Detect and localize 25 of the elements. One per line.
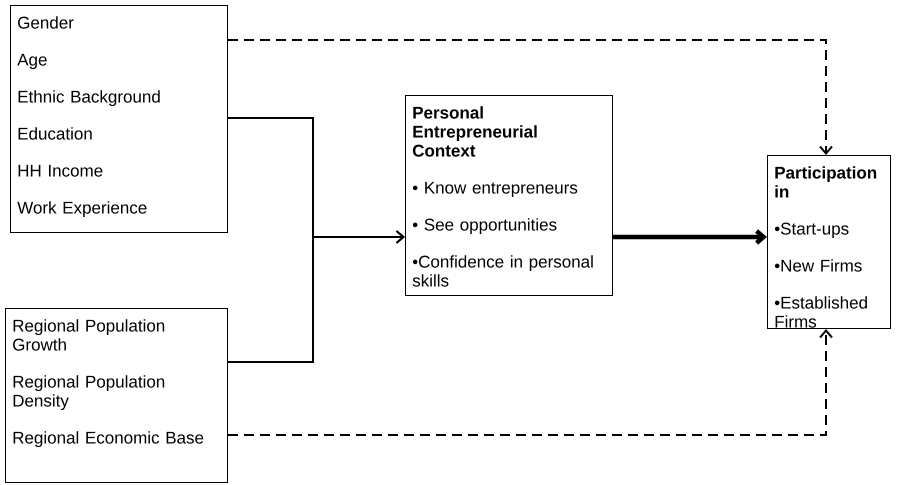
text-box (10, 5, 228, 233)
list-item: Gender (18, 16, 74, 29)
list-item: Regional Economic Base (14, 431, 204, 448)
text-box (5, 308, 228, 483)
list-item: Age (17, 54, 47, 70)
connector-arrow (228, 329, 833, 436)
list-item: •Established Firms (774, 296, 867, 328)
heading: Personal Entrepreneurial Context (412, 106, 537, 157)
list-item: Regional Population Density (14, 375, 164, 410)
list-item: Work Experience (17, 201, 146, 218)
heading: Participation in (775, 166, 876, 198)
list-item: •Start-ups (774, 222, 849, 238)
list-item: •Confidence in personal skills (412, 255, 593, 287)
text-box (767, 155, 891, 329)
text-box (405, 95, 613, 296)
list-item: Regional Population Growth (13, 319, 164, 351)
list-item: Ethnic Background (18, 90, 160, 106)
list-item: HH Income (18, 164, 102, 177)
connector-arrow (228, 230, 405, 363)
list-item: •New Firms (774, 259, 862, 272)
list-item: Education (18, 127, 92, 140)
connector-arrow (613, 229, 767, 245)
list-item: • See opportunities (412, 218, 556, 234)
list-item: • Know entrepreneurs (412, 182, 578, 198)
connector-arrow (228, 39, 833, 155)
